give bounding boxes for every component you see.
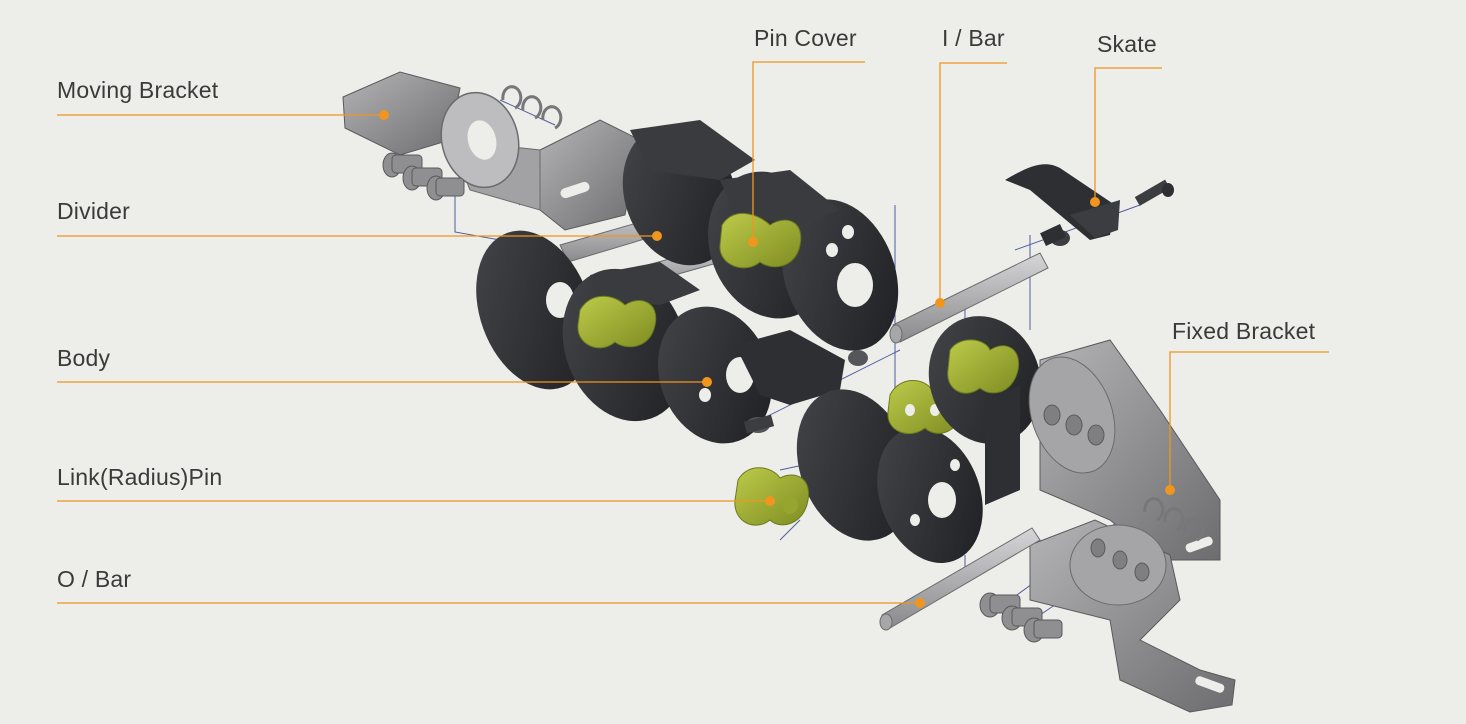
upper-chain-bodies xyxy=(622,120,899,351)
leader-lines xyxy=(57,61,1329,604)
label-fixed-bracket: Fixed Bracket xyxy=(1172,318,1316,344)
label-link-radius-pin: Link(Radius)Pin xyxy=(57,464,223,490)
pin-cover-part xyxy=(719,212,802,269)
label-body: Body xyxy=(57,345,111,371)
leader-pin-cover xyxy=(752,61,865,242)
label-skate: Skate xyxy=(1097,31,1157,57)
label-moving-bracket: Moving Bracket xyxy=(57,77,219,103)
lower-chain-bodies xyxy=(796,389,983,563)
label-pin-cover: Pin Cover xyxy=(754,25,857,51)
leader-skate xyxy=(1094,67,1162,202)
fixed-bracket-part xyxy=(928,316,1236,713)
label-i-bar: I / Bar xyxy=(942,25,1005,51)
leader-i-bar xyxy=(939,62,1007,303)
i-bar-part xyxy=(889,224,1070,344)
moving-bracket-part xyxy=(342,71,641,231)
pin-cover-middle xyxy=(577,295,657,349)
label-o-bar: O / Bar xyxy=(57,566,132,592)
skate-part xyxy=(1005,164,1174,240)
skate-middle xyxy=(735,330,868,434)
leader-dots xyxy=(379,110,1175,608)
leader-fixed-bracket xyxy=(1169,351,1329,490)
label-divider: Divider xyxy=(57,198,130,224)
